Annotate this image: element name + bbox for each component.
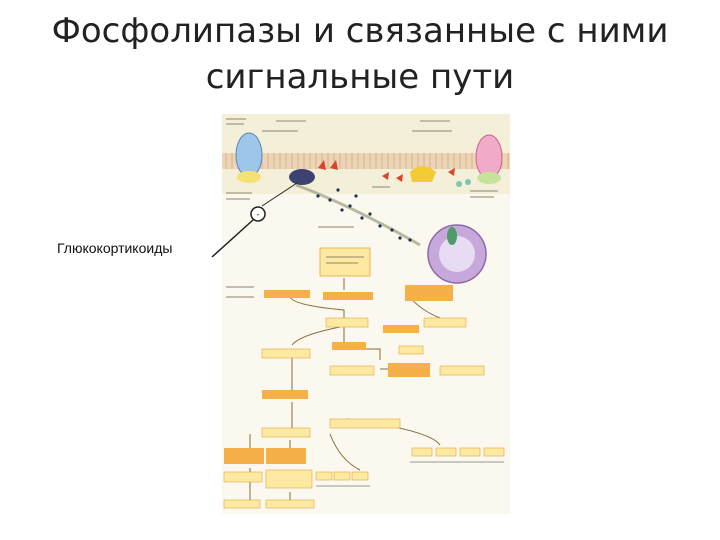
box-5-hete [398,345,424,355]
box-leukotriene-b4 [329,418,401,429]
g-protein-right [477,172,501,184]
box-12-hete [423,317,467,328]
pointer-line [211,219,254,258]
box-pgf2a [333,471,351,481]
title-line-2: сигнальные пути [205,57,515,97]
lipid-mediators [318,160,455,182]
title-line-1: Фосфолипазы и связанные с ними [51,11,669,51]
box-prostacyclin [265,469,313,489]
box-lipoxygenase-activating [405,285,453,301]
box-pgd2 [351,471,369,481]
diffusion-path [295,183,421,247]
diffusing-molecules [316,188,412,242]
box-leukotriene-a4 [329,365,375,376]
box-thromboxane-a2 [223,471,263,483]
box-thromboxane-synthase [224,448,264,464]
box-peroxidase-2 [262,390,308,399]
box-leukotriene-c4 [439,365,485,376]
signal-dot [465,179,471,185]
box-leukotriene-hydrolase [388,363,430,377]
box-lipoxygenase-5 [323,292,373,300]
box-ltd4 [435,447,457,457]
small-labels-placeholder [226,118,498,298]
glucocorticoids-label: Глюкокортикоиды [57,240,173,256]
box-prostaglandin-f1 [265,499,315,509]
slide-title: Фосфолипазы и связанные с ними сигнальны… [0,8,720,100]
box-ltc4 [411,447,433,457]
box-thromboxane-b2 [223,499,261,509]
inhibition-marker [250,206,266,222]
box-prostaglandin-h2 [261,427,311,438]
g-protein-left [237,171,261,183]
box-lte4 [459,447,481,457]
inhibition-sign: - [256,210,259,220]
box-peroxidase [383,325,419,333]
box-cyclooxygenase [264,290,310,298]
inhibition-line [261,182,298,207]
box-prostaglandin-g2 [261,348,311,359]
box-ltf4 [483,447,505,457]
cell-membrane [222,153,510,169]
phospholipase-c-enzyme [410,166,436,182]
signal-dot [456,181,462,187]
receptor-left [235,132,263,178]
vesicle-channel [447,227,457,245]
box-dehydrase [332,342,366,350]
vesicle-core [439,236,475,272]
phospholipase-a2-enzyme [289,169,315,185]
box-pge2 [315,471,333,481]
box-prostacyclin-synthase [266,448,306,464]
box-5-hpete [325,317,369,328]
